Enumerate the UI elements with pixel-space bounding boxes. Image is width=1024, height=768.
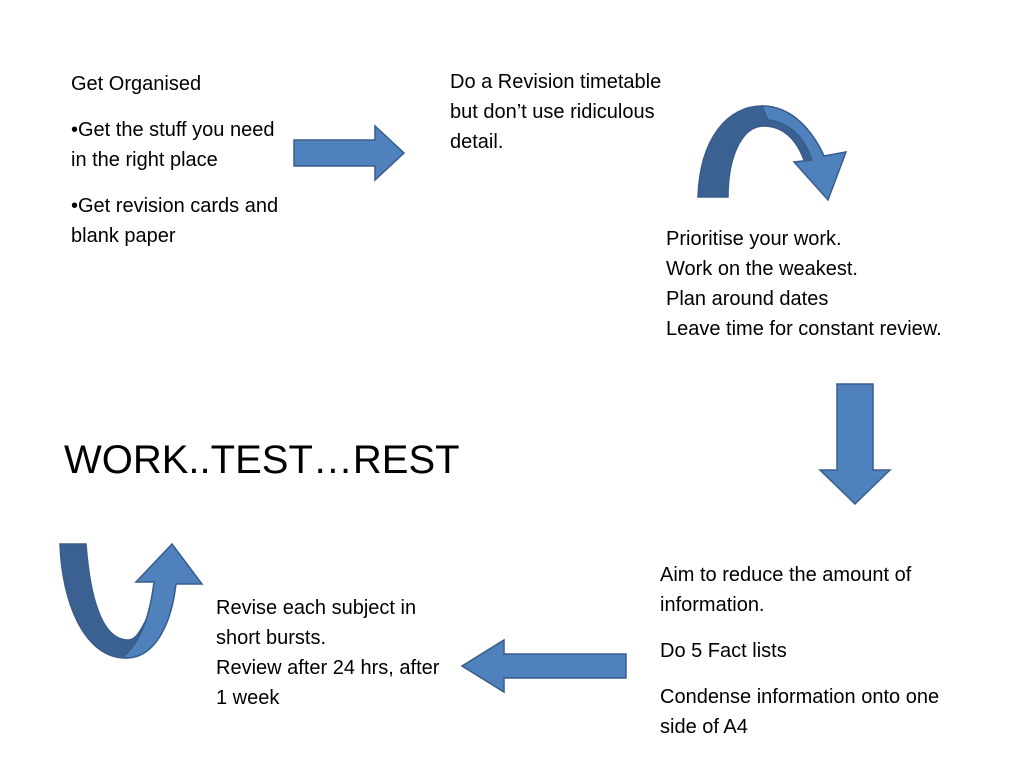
short-bursts-line: Revise each subject in short bursts. <box>216 597 417 649</box>
arrow-left-icon <box>460 638 627 694</box>
short-bursts-line: Review after 24 hrs, after 1 week <box>216 657 440 709</box>
reduce-information-block: Aim to reduce the amount of information.… <box>660 560 960 742</box>
curved-arrow-down-icon <box>697 105 848 202</box>
reduce-information-paragraph: Condense information onto one side of A4 <box>660 686 940 738</box>
get-organised-block: Get Organised •Get the stuff you need in… <box>71 69 286 267</box>
reduce-information-paragraph: Aim to reduce the amount of information. <box>660 564 912 616</box>
arrow-down-icon <box>818 383 892 506</box>
reduce-information-paragraph: Do 5 Fact lists <box>660 640 787 662</box>
curved-arrow-up-icon <box>59 542 204 659</box>
prioritise-line: Leave time for constant review. <box>666 318 942 340</box>
get-organised-bullet: •Get the stuff you need in the right pla… <box>71 119 275 171</box>
arrow-right-icon <box>293 124 406 182</box>
revision-timetable-block: Do a Revision timetable but don’t use ri… <box>450 67 680 157</box>
get-organised-list: •Get the stuff you need in the right pla… <box>71 115 286 251</box>
get-organised-bullet: •Get revision cards and blank paper <box>71 195 279 247</box>
prioritise-line: Work on the weakest. <box>666 258 858 280</box>
revision-timetable-text: Do a Revision timetable but don’t use ri… <box>450 71 662 153</box>
prioritise-block: Prioritise your work. Work on the weakes… <box>666 224 956 344</box>
get-organised-heading: Get Organised <box>71 73 202 95</box>
prioritise-line: Prioritise your work. <box>666 228 842 250</box>
work-test-rest-title: WORK..TEST…REST <box>64 438 460 482</box>
prioritise-line: Plan around dates <box>666 288 829 310</box>
short-bursts-block: Revise each subject in short bursts. Rev… <box>216 593 446 713</box>
